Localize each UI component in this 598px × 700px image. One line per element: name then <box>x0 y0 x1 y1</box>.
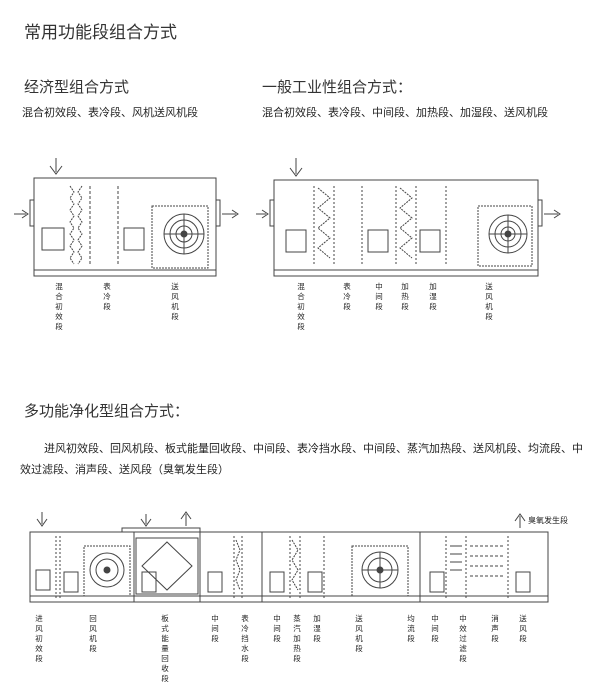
multi-label-12: 消声段 <box>491 614 499 643</box>
multi-label-4: 表冷挡水段 <box>241 614 249 663</box>
multi-label-11: 中效过滤段 <box>459 614 467 663</box>
industrial-heading: 一般工业性组合方式： <box>262 78 413 96</box>
economy-label-2: 送风机段 <box>171 282 179 321</box>
economy-label-1: 表冷段 <box>103 282 111 311</box>
multi-unit-diagram <box>29 511 549 603</box>
multi-description: 进风初效段、回风机段、板式能量回收段、中间段、表冷挡水段、中间段、蒸汽加热段、送… <box>20 442 583 476</box>
multi-label-2: 板式能量回收段 <box>161 614 169 683</box>
multi-heading: 多功能净化型组合方式： <box>24 402 190 420</box>
industrial-label-1: 表冷段 <box>343 282 351 311</box>
page-title: 常用功能段组合方式 <box>24 23 177 43</box>
industrial-description: 混合初效段、表冷段、中间段、加热段、加湿段、送风机段 <box>262 106 548 119</box>
multi-label-3: 中间段 <box>211 614 219 643</box>
multi-label-7: 加湿段 <box>313 614 321 643</box>
multi-label-5: 中间段 <box>273 614 281 643</box>
industrial-label-5: 送风机段 <box>485 282 493 321</box>
industrial-unit-diagram <box>256 158 561 277</box>
economy-heading: 经济型组合方式 <box>24 78 130 96</box>
industrial-label-2: 中间段 <box>375 282 383 311</box>
economy-unit-diagram <box>14 158 239 277</box>
industrial-label-3: 加热段 <box>401 282 409 311</box>
industrial-label-0: 混合初效段 <box>297 282 305 331</box>
economy-description: 混合初效段、表冷段、风机送风机段 <box>22 106 198 119</box>
multi-label-6: 蒸汽加热段 <box>293 614 301 663</box>
multi-label-0: 进风初效段 <box>35 614 43 663</box>
economy-label-0: 混合初效段 <box>55 282 63 331</box>
multi-label-1: 回风机段 <box>89 614 97 653</box>
multi-label-10: 中间段 <box>431 614 439 643</box>
ozone-label: 臭氧发生段 <box>528 516 568 525</box>
multi-label-9: 均流段 <box>407 614 415 643</box>
industrial-label-4: 加湿段 <box>429 282 437 311</box>
multi-label-8: 送风机段 <box>355 614 363 653</box>
multi-label-13: 送风段 <box>519 614 527 643</box>
